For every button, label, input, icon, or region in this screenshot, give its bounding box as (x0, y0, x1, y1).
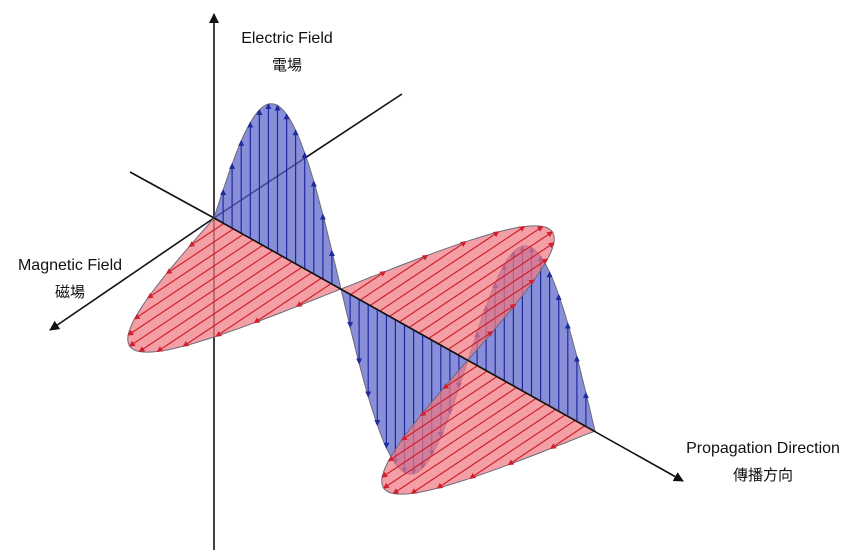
magnetic-field-vector (128, 250, 273, 347)
magnetic-field-vector (165, 228, 234, 275)
magnetic-field-vector (188, 223, 225, 247)
magnetic-field-vector (419, 370, 488, 417)
magnetic-field-vector (409, 231, 554, 328)
propagation-direction-label: Propagation Direction 傳播方向 (668, 440, 858, 485)
magnetic-field-vector (442, 365, 479, 389)
magnetic-field-vector (392, 397, 537, 495)
magnetic-field-vector (295, 283, 332, 308)
magnetic-field-vector (360, 254, 429, 301)
magnetic-field-vector (387, 381, 508, 462)
magnetic-field-vector (127, 244, 264, 336)
propagation-axis-back (129, 171, 215, 219)
magnetic-field-vector (410, 403, 547, 495)
magnetic-field-vector (438, 279, 536, 345)
magnetic-field-vector (381, 386, 518, 478)
propagation-direction-label-en: Propagation Direction (686, 440, 840, 457)
magnetic-field-vector (133, 239, 254, 320)
magnetic-field-vector (400, 375, 498, 441)
magnetic-field-vector (182, 266, 303, 347)
magnetic-field-vector (389, 225, 526, 317)
magnetic-field-vector (399, 225, 544, 323)
magnetic-field-vector (156, 261, 293, 353)
magnetic-field-vector (215, 272, 313, 337)
magnetic-field-vector (350, 270, 387, 295)
electric-field-label-zh: 電場 (271, 56, 302, 74)
magnetic-field-vector (146, 233, 244, 299)
magnetic-field-vector (369, 241, 467, 306)
magnetic-field-label-en: Magnetic Field (17, 257, 123, 274)
waves-group (127, 103, 597, 495)
magnetic-field-vector (428, 258, 549, 339)
magnetic-field-vector (436, 408, 557, 489)
propagation-direction-label-zh: 傳播方向 (732, 466, 793, 484)
magnetic-field-vector (418, 242, 555, 334)
propagation-axis (213, 217, 684, 482)
magnetic-field-label-zh: 磁場 (54, 283, 85, 301)
magnetic-field-vector (549, 425, 586, 450)
magnetic-field-vector (253, 277, 322, 324)
magnetic-field-vector (379, 231, 500, 312)
magnetic-field-vector (507, 419, 576, 466)
electric-field-label: Electric Field 電場 (222, 30, 352, 75)
magnetic-axis-front (49, 217, 215, 331)
magnetic-field-vector (382, 392, 527, 489)
magnetic-field-vector (457, 331, 494, 355)
magnetic-field-label: Magnetic Field 磁場 (0, 257, 140, 302)
electric-field-label-en: Electric Field (241, 30, 333, 47)
magnetic-field-vector (469, 414, 567, 479)
magnetic-field-vector (448, 303, 517, 350)
magnetic-field-vector (138, 255, 283, 353)
